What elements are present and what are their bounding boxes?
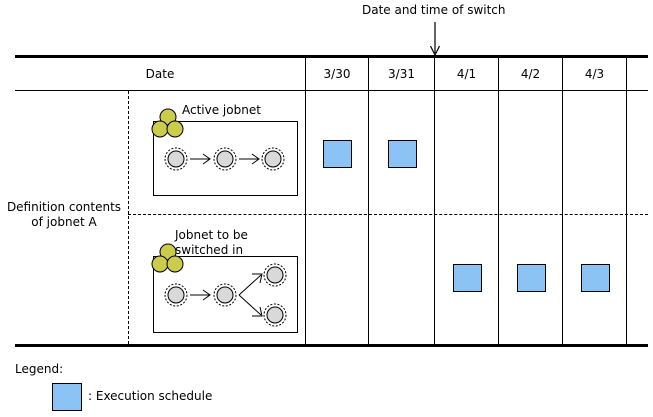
- jobnet-graph-switched-in: [164, 263, 287, 327]
- table-bottom-border: [15, 344, 648, 347]
- column-header-date-5: 4/3: [584, 67, 605, 81]
- table-top-border: [15, 55, 648, 58]
- column-separator-5: [562, 58, 563, 344]
- row-group-label: Definition contents of jobnet A: [6, 200, 122, 229]
- execution-schedule-cell: [517, 264, 546, 292]
- legend-entry-label: : Execution schedule: [88, 389, 213, 403]
- job-node-icon: [213, 283, 237, 307]
- column-header-date-2: 3/31: [388, 67, 415, 81]
- jobnet-caption-switched-in: Jobnet to be switched in: [175, 228, 248, 257]
- column-header-date-3: 4/1: [456, 67, 477, 81]
- row-dashed-divider: [128, 214, 648, 215]
- column-header-date-1: 3/30: [323, 67, 351, 81]
- job-node-icon: [164, 283, 188, 307]
- execution-schedule-cell: [453, 264, 482, 292]
- execution-schedule-cell: [388, 140, 417, 168]
- table-header-separator: [15, 90, 648, 91]
- execution-schedule-cell: [323, 140, 352, 168]
- column-header-date-4: 4/2: [520, 67, 541, 81]
- job-node-icon: [261, 147, 285, 171]
- definition-column-dashed-divider: [128, 91, 129, 344]
- jobnet-cluster-icon: [151, 108, 184, 138]
- right-arrow-icon: [190, 153, 211, 165]
- column-separator-1: [305, 58, 306, 344]
- jobnet-cluster-icon: [151, 243, 184, 273]
- right-arrow-icon: [239, 153, 260, 165]
- execution-schedule-swatch: [52, 383, 82, 411]
- down-arrow-icon: [429, 22, 441, 56]
- right-arrow-icon: [238, 273, 263, 296]
- job-node-icon: [213, 147, 237, 171]
- job-node-icon: [164, 147, 188, 171]
- column-separator-4: [498, 58, 499, 344]
- switch-datetime-annotation-label: Date and time of switch: [362, 3, 506, 17]
- execution-schedule-cell: [581, 264, 610, 292]
- right-arrow-icon: [190, 289, 211, 301]
- job-node-icon: [263, 303, 287, 327]
- column-separator-3: [434, 58, 435, 344]
- legend-title: Legend:: [15, 362, 64, 376]
- jobnet-graph-active: [164, 147, 285, 171]
- column-header-date: Date: [145, 67, 175, 81]
- column-separator-2: [368, 58, 369, 344]
- column-separator-6: [626, 58, 627, 344]
- job-node-icon: [263, 263, 287, 287]
- right-arrow-icon: [238, 294, 263, 317]
- jobnet-caption-active: Active jobnet: [182, 103, 261, 117]
